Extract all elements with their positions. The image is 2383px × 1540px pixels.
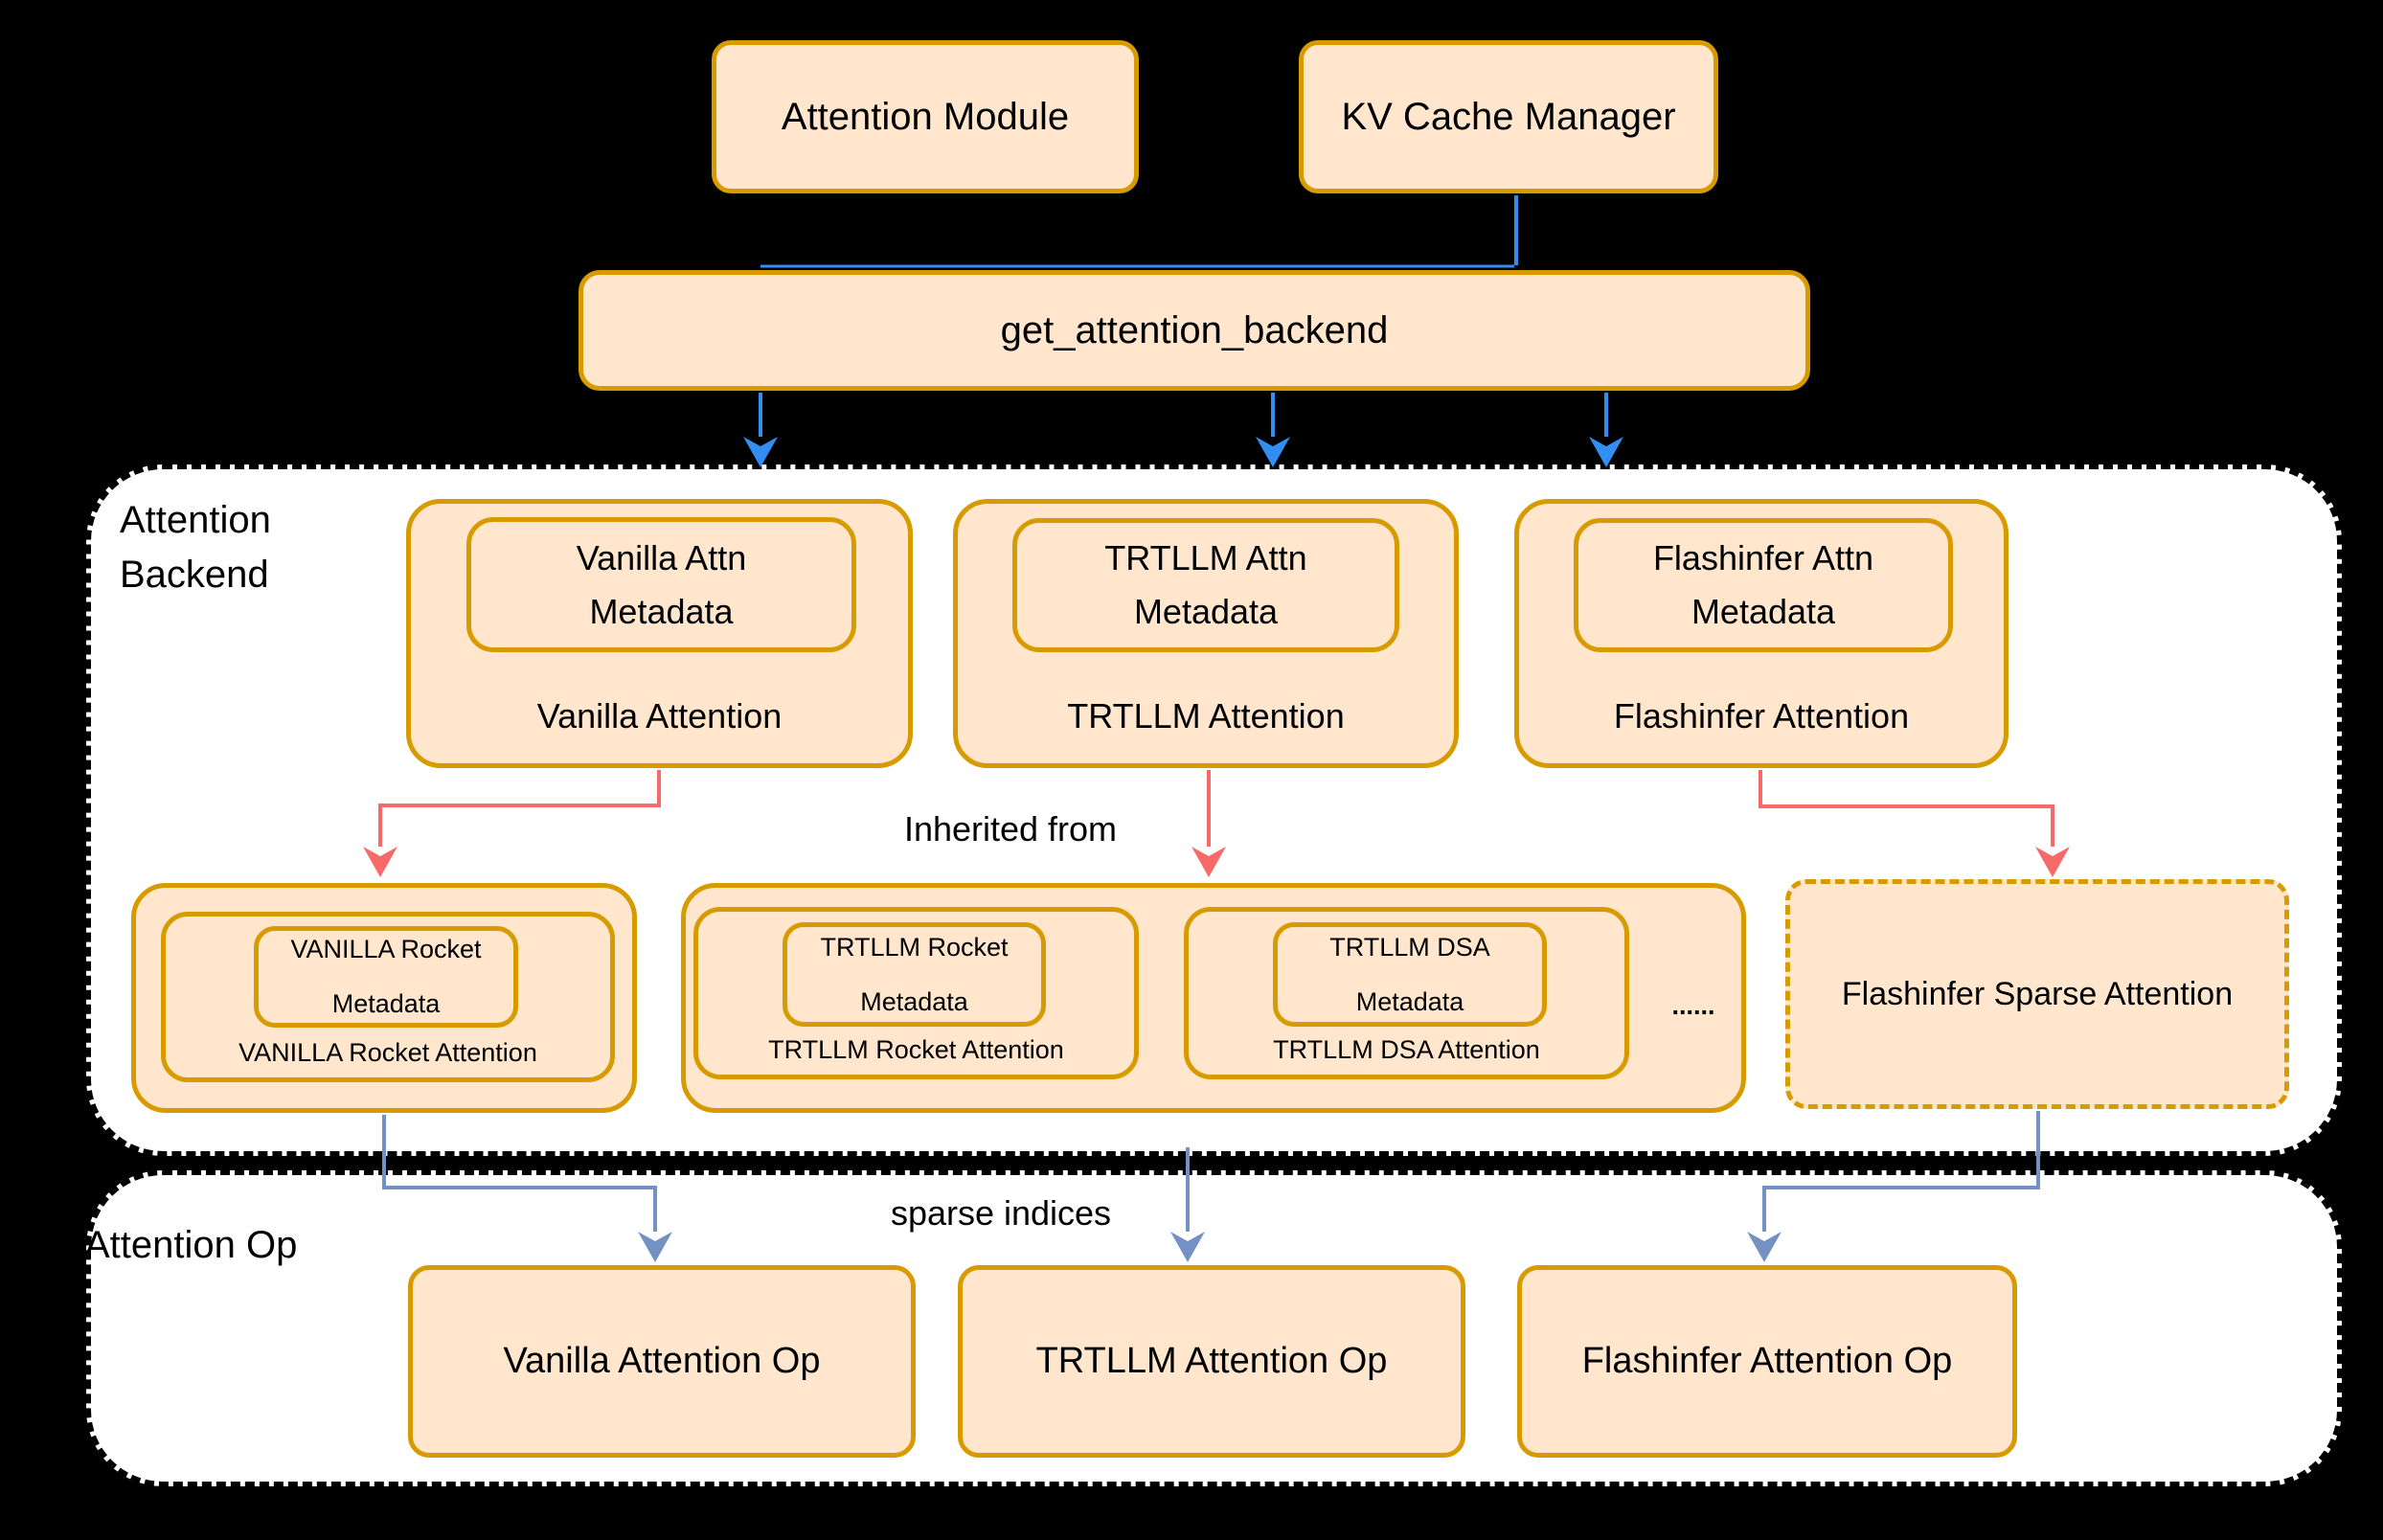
- sparse-indices-label: sparse indices: [890, 1193, 1112, 1233]
- node-vanilla-attention-label: Vanilla Attention: [536, 696, 783, 736]
- vanilla-metadata-line1: Vanilla Attn: [576, 537, 747, 578]
- node-vanilla-attn-metadata: Vanilla Attn Metadata: [466, 517, 856, 652]
- more-backends-ellipsis: ......: [1671, 991, 1715, 1020]
- node-trtllm-dsa-attention: TRTLLM DSA Metadata TRTLLM DSA Attention: [1184, 907, 1629, 1079]
- node-flashinfer-attention-op: Flashinfer Attention Op: [1517, 1265, 2017, 1458]
- group-vanilla-rocket: VANILLA Rocket Metadata VANILLA Rocket A…: [131, 883, 637, 1113]
- node-vanilla-rocket-attention: VANILLA Rocket Metadata VANILLA Rocket A…: [161, 912, 615, 1082]
- inherited-from-label: Inherited from: [903, 809, 1118, 849]
- attention-op-region-title: Attention Op: [84, 1218, 297, 1273]
- flashinfer-metadata-line2: Metadata: [1691, 592, 1836, 631]
- node-vanilla-attention-op: Vanilla Attention Op: [408, 1265, 916, 1458]
- node-trtllm-attn-metadata: TRTLLM Attn Metadata: [1012, 518, 1399, 652]
- node-trtllm-dsa-metadata: TRTLLM DSA Metadata: [1273, 922, 1547, 1027]
- node-vanilla-rocket-metadata: VANILLA Rocket Metadata: [254, 926, 518, 1028]
- node-flashinfer-attn-metadata: Flashinfer Attn Metadata: [1574, 518, 1953, 652]
- node-trtllm-attention-op: TRTLLM Attention Op: [958, 1265, 1465, 1458]
- node-vanilla-attention-op-label: Vanilla Attention Op: [503, 1341, 821, 1381]
- vanilla-metadata-line2: Metadata: [589, 591, 734, 631]
- node-flashinfer-attention-op-label: Flashinfer Attention Op: [1581, 1341, 1953, 1381]
- node-trtllm-dsa-attention-label: TRTLLM DSA Attention: [1273, 1035, 1540, 1064]
- attention-backend-region-title-line2: Backend: [120, 554, 269, 596]
- attention-backend-region-title-line1: Attention: [120, 499, 271, 541]
- flashinfer-metadata-line1: Flashinfer Attn: [1652, 538, 1874, 578]
- node-trtllm-attention-label: TRTLLM Attention: [1067, 696, 1345, 736]
- trtllm-rocket-metadata-line1: TRTLLM Rocket: [820, 932, 1009, 962]
- node-flashinfer-sparse-attention: Flashinfer Sparse Attention: [1785, 879, 2289, 1109]
- node-flashinfer-sparse-attention-label: Flashinfer Sparse Attention: [1841, 975, 2234, 1012]
- node-get-attention-backend: get_attention_backend: [579, 270, 1810, 391]
- node-flashinfer-attention: Flashinfer Attn Metadata Flashinfer Atte…: [1514, 499, 2009, 768]
- node-trtllm-rocket-attention-label: TRTLLM Rocket Attention: [768, 1035, 1064, 1064]
- node-trtllm-rocket-metadata: TRTLLM Rocket Metadata: [783, 922, 1046, 1027]
- vanilla-rocket-metadata-line2: Metadata: [331, 989, 441, 1018]
- node-vanilla-attention: Vanilla Attn Metadata Vanilla Attention: [406, 499, 913, 768]
- trtllm-dsa-metadata-line2: Metadata: [1355, 986, 1464, 1016]
- node-kv-cache-manager-label: KV Cache Manager: [1341, 95, 1676, 138]
- vanilla-rocket-metadata-line1: VANILLA Rocket: [290, 935, 482, 963]
- node-trtllm-rocket-attention: TRTLLM Rocket Metadata TRTLLM Rocket Att…: [693, 907, 1139, 1079]
- trtllm-dsa-metadata-line1: TRTLLM DSA: [1329, 932, 1490, 962]
- node-get-attention-backend-label: get_attention_backend: [1000, 308, 1389, 351]
- attention-backend-region-title: Attention Backend: [120, 493, 271, 602]
- attention-op-region-title-text: Attention Op: [84, 1224, 298, 1266]
- node-attention-module-label: Attention Module: [781, 95, 1070, 138]
- node-flashinfer-attention-label: Flashinfer Attention: [1613, 696, 1910, 736]
- node-attention-module: Attention Module: [712, 40, 1139, 193]
- trtllm-metadata-line2: Metadata: [1133, 592, 1279, 631]
- trtllm-metadata-line1: TRTLLM Attn: [1104, 538, 1307, 578]
- node-trtllm-attention: TRTLLM Attn Metadata TRTLLM Attention: [953, 499, 1459, 768]
- trtllm-rocket-metadata-line2: Metadata: [860, 986, 968, 1016]
- group-trtllm-derived: TRTLLM Rocket Metadata TRTLLM Rocket Att…: [681, 883, 1746, 1113]
- node-trtllm-attention-op-label: TRTLLM Attention Op: [1035, 1341, 1388, 1381]
- node-vanilla-rocket-attention-label: VANILLA Rocket Attention: [238, 1038, 537, 1067]
- node-kv-cache-manager: KV Cache Manager: [1299, 40, 1718, 193]
